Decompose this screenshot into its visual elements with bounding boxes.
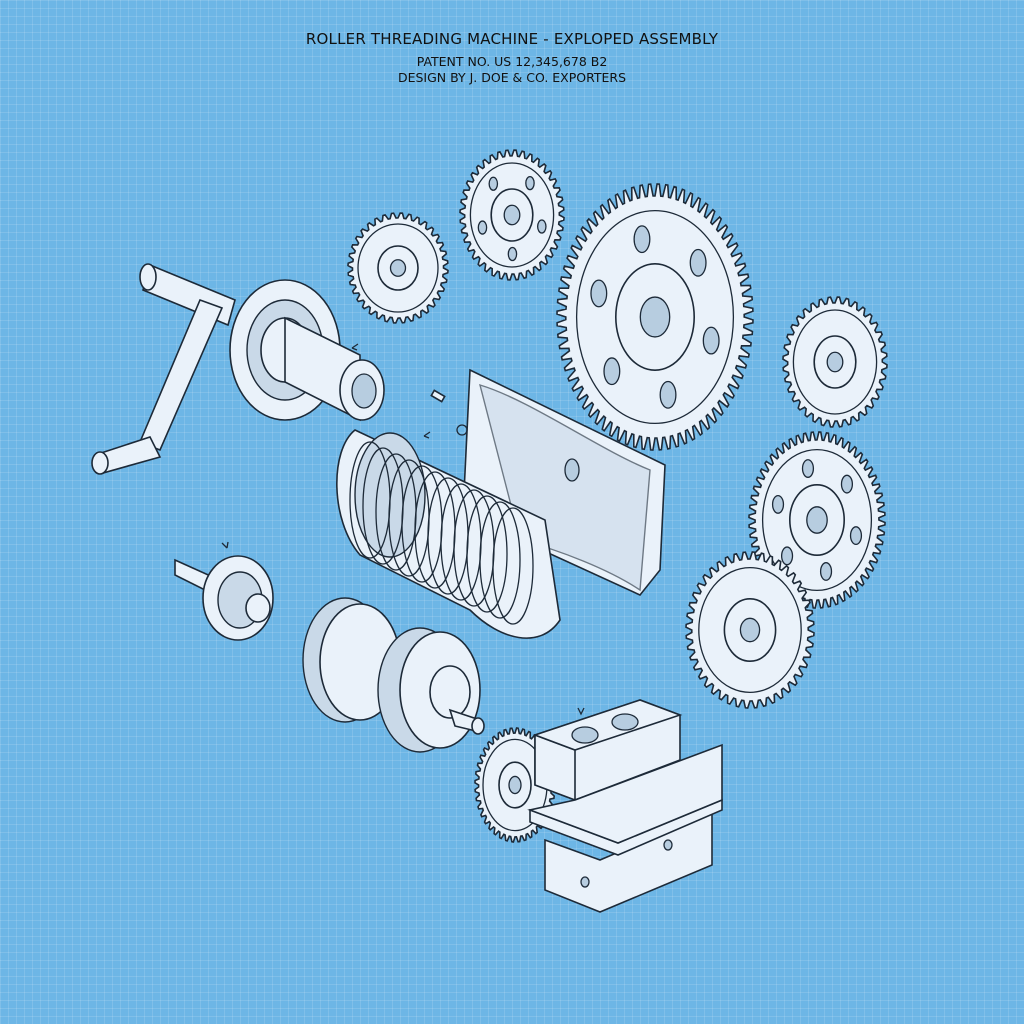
leader-arrows [221, 343, 585, 716]
shaft-bearing-assembly [229, 279, 385, 422]
small-gear-right [782, 296, 888, 428]
title-block: ROLLER THREADING MACHINE - EXPLOPED ASSE… [0, 30, 1024, 85]
large-main-gear [556, 183, 754, 451]
small-gear-lower-right [685, 551, 815, 709]
crank-handle [91, 263, 236, 475]
medium-gear-right [748, 431, 886, 609]
patent-number: PATENT NO. US 12,345,678 B2 [416, 54, 608, 69]
set-pin [430, 389, 468, 436]
small-bearing [174, 555, 274, 641]
die-holder-base [527, 699, 723, 913]
small-gear-top [459, 149, 565, 281]
small-gear-top-left [347, 212, 449, 324]
designer-credit: DESIGN BY J. DOE & CO. EXPORTERS [397, 70, 627, 85]
threading-drum-housing [336, 368, 666, 639]
thread-grooves [349, 441, 534, 625]
drawing-title: ROLLER THREADING MACHINE - EXPLOPED ASSE… [305, 30, 719, 48]
knurled-rollers [302, 597, 485, 753]
